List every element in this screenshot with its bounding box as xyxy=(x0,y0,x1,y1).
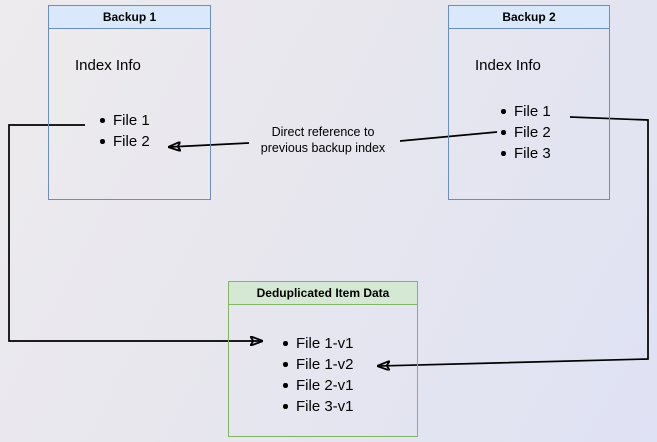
backup1-file-item: File 1 xyxy=(98,110,150,131)
dedup-header: Deduplicated Item Data xyxy=(229,282,417,305)
annotation-line2: previous backup index xyxy=(260,141,386,155)
backup2-title: Backup 2 xyxy=(502,10,556,24)
dedup-file-item: File 1-v1 xyxy=(281,333,354,354)
backup1-file-list: File 1 File 2 xyxy=(98,110,150,152)
dedup-file-list: File 1-v1 File 1-v2 File 2-v1 File 3-v1 xyxy=(281,333,354,417)
backup1-title: Backup 1 xyxy=(102,10,157,24)
backup1-header: Backup 1 xyxy=(49,6,210,29)
backup2-file-item: File 3 xyxy=(499,143,551,164)
backup1-box: Backup 1 Index Info File 1 File 2 xyxy=(48,5,211,200)
dedup-file-item: File 1-v2 xyxy=(281,354,354,375)
backup2-header: Backup 2 xyxy=(449,6,609,29)
backup2-file-list: File 1 File 2 File 3 xyxy=(499,101,551,164)
backup1-file-item: File 2 xyxy=(98,131,150,152)
dedup-file-item: File 2-v1 xyxy=(281,375,354,396)
backup1-index-info-label: Index Info xyxy=(75,57,141,74)
backup2-file-item: File 2 xyxy=(499,122,551,143)
direct-reference-annotation: Direct reference to previous backup inde… xyxy=(242,124,404,156)
backup2-index-info-label: Index Info xyxy=(475,57,541,74)
annotation-line1: Direct reference to xyxy=(271,125,375,139)
dedup-box: Deduplicated Item Data File 1-v1 File 1-… xyxy=(228,281,418,437)
backup2-box: Backup 2 Index Info File 1 File 2 File 3 xyxy=(448,5,610,200)
dedup-file-item: File 3-v1 xyxy=(281,396,354,417)
backup2-file-item: File 1 xyxy=(499,101,551,122)
dedup-title: Deduplicated Item Data xyxy=(256,286,390,300)
